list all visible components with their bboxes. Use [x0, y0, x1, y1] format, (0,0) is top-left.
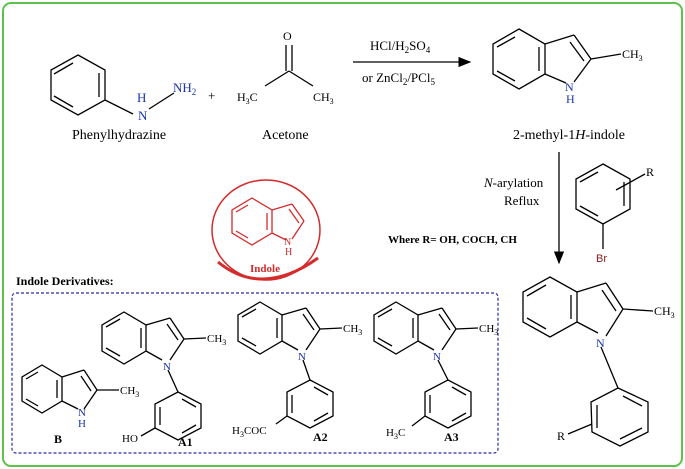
derivatives-box [11, 292, 499, 454]
hydrazine-h: H [137, 90, 146, 105]
acetone-label: Acetone [262, 128, 309, 143]
derivative-a3-n: N [433, 351, 441, 363]
acetone-structure [264, 45, 314, 87]
hydrazine-n: N [138, 108, 148, 123]
derivative-b-n: N [78, 407, 86, 419]
derivative-b-label: B [54, 432, 62, 446]
derivatives-title: Indole Derivatives: [16, 274, 114, 288]
phenylhydrazine-structure [50, 54, 175, 116]
bromoarene-br: Br [596, 253, 607, 265]
derivative-a2-substituent: H3COC [232, 425, 267, 439]
plus-sign: + [208, 88, 215, 103]
final-n: N [596, 336, 605, 350]
phenylhydrazine-label: Phenylhydrazine [72, 128, 166, 143]
bromoarene-r: R [646, 165, 654, 179]
derivative-a2-n: N [298, 351, 306, 363]
condition-1: HCl/H2SO4 [370, 38, 431, 55]
derivative-a3-ch3: CH3 [479, 323, 498, 337]
derivative-a1-label: A1 [178, 435, 193, 449]
derivative-a3-substituent: H3C [386, 427, 405, 441]
methylindole-n: N [565, 80, 574, 94]
step2-condition-2: Reflux [504, 193, 540, 208]
derivative-a2-structure [237, 301, 343, 429]
derivative-b-ch3: CH3 [120, 385, 139, 399]
condition-2: or ZnCl2/PCl5 [362, 70, 435, 87]
derivative-a3-structure [373, 301, 479, 429]
indole-badge-structure [231, 197, 305, 246]
indole-badge-swoosh [217, 256, 319, 281]
final-product-structure [522, 276, 654, 447]
final-r: R [557, 429, 565, 443]
indole-badge-h: H [285, 247, 292, 258]
acetone-oxygen: O [283, 29, 292, 43]
hydrazine-nh2: NH2 [173, 80, 196, 97]
derivative-a1-ho: HO [122, 433, 138, 445]
acetone-ch3-left: H3C [237, 90, 258, 106]
methylindole-h: H [566, 92, 575, 106]
bromoarene-structure [575, 163, 646, 249]
methylindole-ch3: CH3 [622, 47, 643, 63]
indole-badge-n: N [284, 237, 291, 248]
derivative-a1-n: N [163, 361, 171, 373]
derivative-a1-structure [101, 311, 207, 441]
where-r-definition: Where R= OH, COCH, CH [388, 234, 517, 246]
acetone-ch3-right: CH3 [313, 90, 334, 106]
derivative-b-structure [21, 364, 119, 414]
final-ch3: CH3 [654, 304, 675, 320]
methylindole-label: 2-methyl-1H-indole [513, 128, 625, 143]
derivative-b-h: H [78, 418, 86, 430]
derivative-a2-ch3: CH3 [343, 323, 362, 337]
methylindole-structure [492, 28, 622, 90]
derivative-a1-ch3: CH3 [207, 333, 226, 347]
derivative-a2-label: A2 [313, 430, 328, 444]
derivative-a3-label: A3 [444, 430, 459, 444]
step2-condition-1: N-arylation [483, 175, 544, 190]
indole-badge-label: Indole [250, 263, 280, 275]
